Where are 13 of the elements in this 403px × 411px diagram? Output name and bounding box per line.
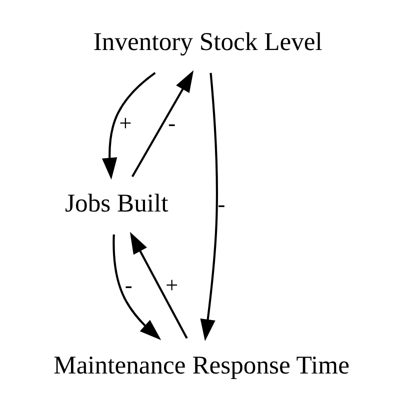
node-text: Maintenance Response Time (54, 350, 350, 380)
arrow (200, 72, 218, 342)
node-text: Inventory Stock Level (93, 26, 322, 56)
node-text: Jobs Built (65, 188, 168, 218)
arrow (131, 70, 194, 178)
edge-label: - (168, 110, 176, 136)
arrow (102, 72, 156, 180)
edge-label: + (119, 110, 132, 136)
edge-label: + (166, 272, 178, 298)
arrow (130, 232, 188, 339)
arrow (112, 234, 162, 340)
edge-label: - (218, 191, 226, 216)
edge-label: - (124, 272, 132, 298)
